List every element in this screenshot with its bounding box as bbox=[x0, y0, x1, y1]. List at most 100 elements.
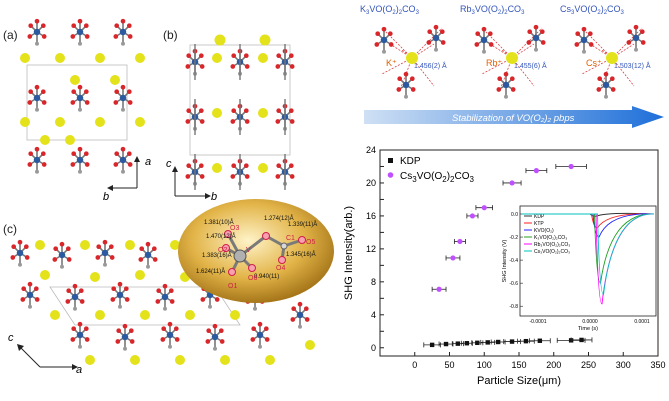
panel-c-label: (c) bbox=[3, 222, 17, 236]
vanadium-atom bbox=[602, 81, 610, 89]
oxygen-atom bbox=[27, 281, 33, 287]
carbon-atom bbox=[123, 346, 127, 351]
carbon-atom bbox=[482, 49, 486, 54]
vanadium-atom bbox=[632, 34, 640, 42]
carbon-atom bbox=[504, 94, 508, 99]
cation-atom bbox=[258, 53, 268, 63]
carbon-atom bbox=[163, 306, 167, 311]
legend-marker-cs bbox=[387, 172, 394, 178]
oxygen-atom bbox=[113, 100, 119, 105]
oxygen-atom bbox=[70, 337, 76, 342]
x-tick-label: 350 bbox=[650, 360, 665, 370]
arrow-label: Stabilization of VO(O₂)₂ pbps bbox=[452, 113, 575, 124]
panel-a-axis-vertical: a bbox=[145, 156, 151, 168]
oxygen-atom bbox=[374, 42, 380, 47]
cation-atom bbox=[212, 108, 222, 118]
data-point-kdp bbox=[475, 340, 480, 346]
oxygen-atom bbox=[231, 163, 237, 169]
oxygen-atom bbox=[409, 76, 415, 82]
inset-y-axis-label: SHG Intensity (V) bbox=[502, 239, 508, 282]
oxygen-atom bbox=[79, 299, 85, 304]
cation-atom bbox=[20, 53, 30, 63]
oxygen-atom bbox=[83, 151, 89, 157]
oxygen-atom bbox=[230, 64, 236, 69]
oxygen-atom bbox=[387, 31, 393, 37]
oxygen-atom bbox=[77, 321, 83, 327]
oxygen-atom bbox=[17, 239, 23, 245]
oxygen-atom bbox=[28, 151, 34, 157]
inset-y-tick-label: -0.4 bbox=[509, 258, 518, 264]
bond-label-5: 1.274(12)Å bbox=[264, 215, 294, 222]
oxygen-atom bbox=[214, 297, 220, 302]
oxygen-atom bbox=[186, 163, 192, 169]
oxygen-atom bbox=[96, 244, 102, 250]
oxygen-atom bbox=[290, 317, 296, 322]
oxygen-atom bbox=[109, 255, 115, 260]
oxygen-atom bbox=[169, 299, 175, 304]
carbon-atom bbox=[404, 94, 408, 99]
cation-atom bbox=[170, 240, 180, 250]
oxygen-atom bbox=[639, 29, 645, 35]
y-tick-label: 8 bbox=[371, 277, 376, 287]
oxygen-atom bbox=[475, 31, 481, 37]
oxygen-atom bbox=[84, 100, 90, 105]
cation-atom bbox=[259, 34, 271, 46]
cation-atom bbox=[55, 53, 65, 63]
cation-atom bbox=[220, 355, 230, 365]
carbon-atom bbox=[73, 306, 77, 311]
cation-atom bbox=[70, 75, 80, 85]
oxygen-atom bbox=[230, 119, 236, 124]
data-point-cs bbox=[436, 286, 442, 292]
oxygen-atom bbox=[276, 108, 282, 114]
x-tick-label: 300 bbox=[616, 360, 631, 370]
cation-label: K⁺ bbox=[386, 58, 397, 68]
oxygen-atom bbox=[71, 89, 77, 95]
oxygen-atom bbox=[581, 26, 587, 32]
cation-atom bbox=[606, 52, 618, 64]
oxygen-atom bbox=[120, 18, 126, 24]
x-tick-label: 150 bbox=[511, 360, 526, 370]
data-point-kdp bbox=[443, 341, 449, 347]
data-point-kdp bbox=[455, 341, 461, 346]
oxygen-atom bbox=[291, 306, 297, 312]
cation-atom bbox=[135, 53, 145, 63]
oxygen-atom bbox=[257, 321, 263, 327]
oxygen-atom bbox=[186, 53, 192, 59]
oxygen-atom bbox=[21, 286, 27, 292]
inset-series-line bbox=[522, 213, 655, 238]
vanadium-atom bbox=[119, 94, 127, 102]
legend-marker-kdp bbox=[388, 158, 393, 163]
data-point-kdp bbox=[509, 339, 515, 344]
panel-b-axis-vertical: c bbox=[166, 158, 172, 170]
interaction-line bbox=[601, 49, 613, 59]
vanadium-atom bbox=[166, 331, 174, 339]
cation-atom bbox=[214, 34, 226, 46]
cation-atom bbox=[110, 75, 120, 85]
oxygen-atom bbox=[41, 34, 47, 39]
y-tick-label: 20 bbox=[366, 178, 376, 188]
cation-atom bbox=[95, 310, 105, 320]
oxygen-atom bbox=[128, 328, 134, 334]
oxygen-atom bbox=[40, 151, 46, 157]
data-point-cs bbox=[457, 238, 463, 245]
vanadium-atom bbox=[119, 28, 127, 36]
cation-atom bbox=[130, 355, 140, 365]
oxygen-atom bbox=[66, 288, 72, 294]
vanadium-atom bbox=[532, 34, 540, 42]
cation-atom bbox=[406, 52, 418, 64]
carbon-atom bbox=[534, 47, 538, 52]
oxygen-atom bbox=[244, 64, 250, 69]
oxygen-atom bbox=[231, 108, 237, 114]
oxygen-atom bbox=[575, 31, 581, 37]
oxygen-atom bbox=[120, 84, 126, 90]
oxygen-atom bbox=[297, 301, 303, 307]
cation-atom bbox=[95, 117, 105, 127]
oxygen-atom bbox=[123, 286, 129, 292]
oxygen-atom bbox=[127, 34, 133, 39]
oxygen-atom bbox=[186, 108, 192, 114]
vanadium-atom bbox=[121, 333, 129, 341]
stabilization-arrow: Stabilization of VO(O₂)₂ pbps bbox=[364, 106, 664, 128]
oxygen-atom bbox=[114, 151, 120, 157]
